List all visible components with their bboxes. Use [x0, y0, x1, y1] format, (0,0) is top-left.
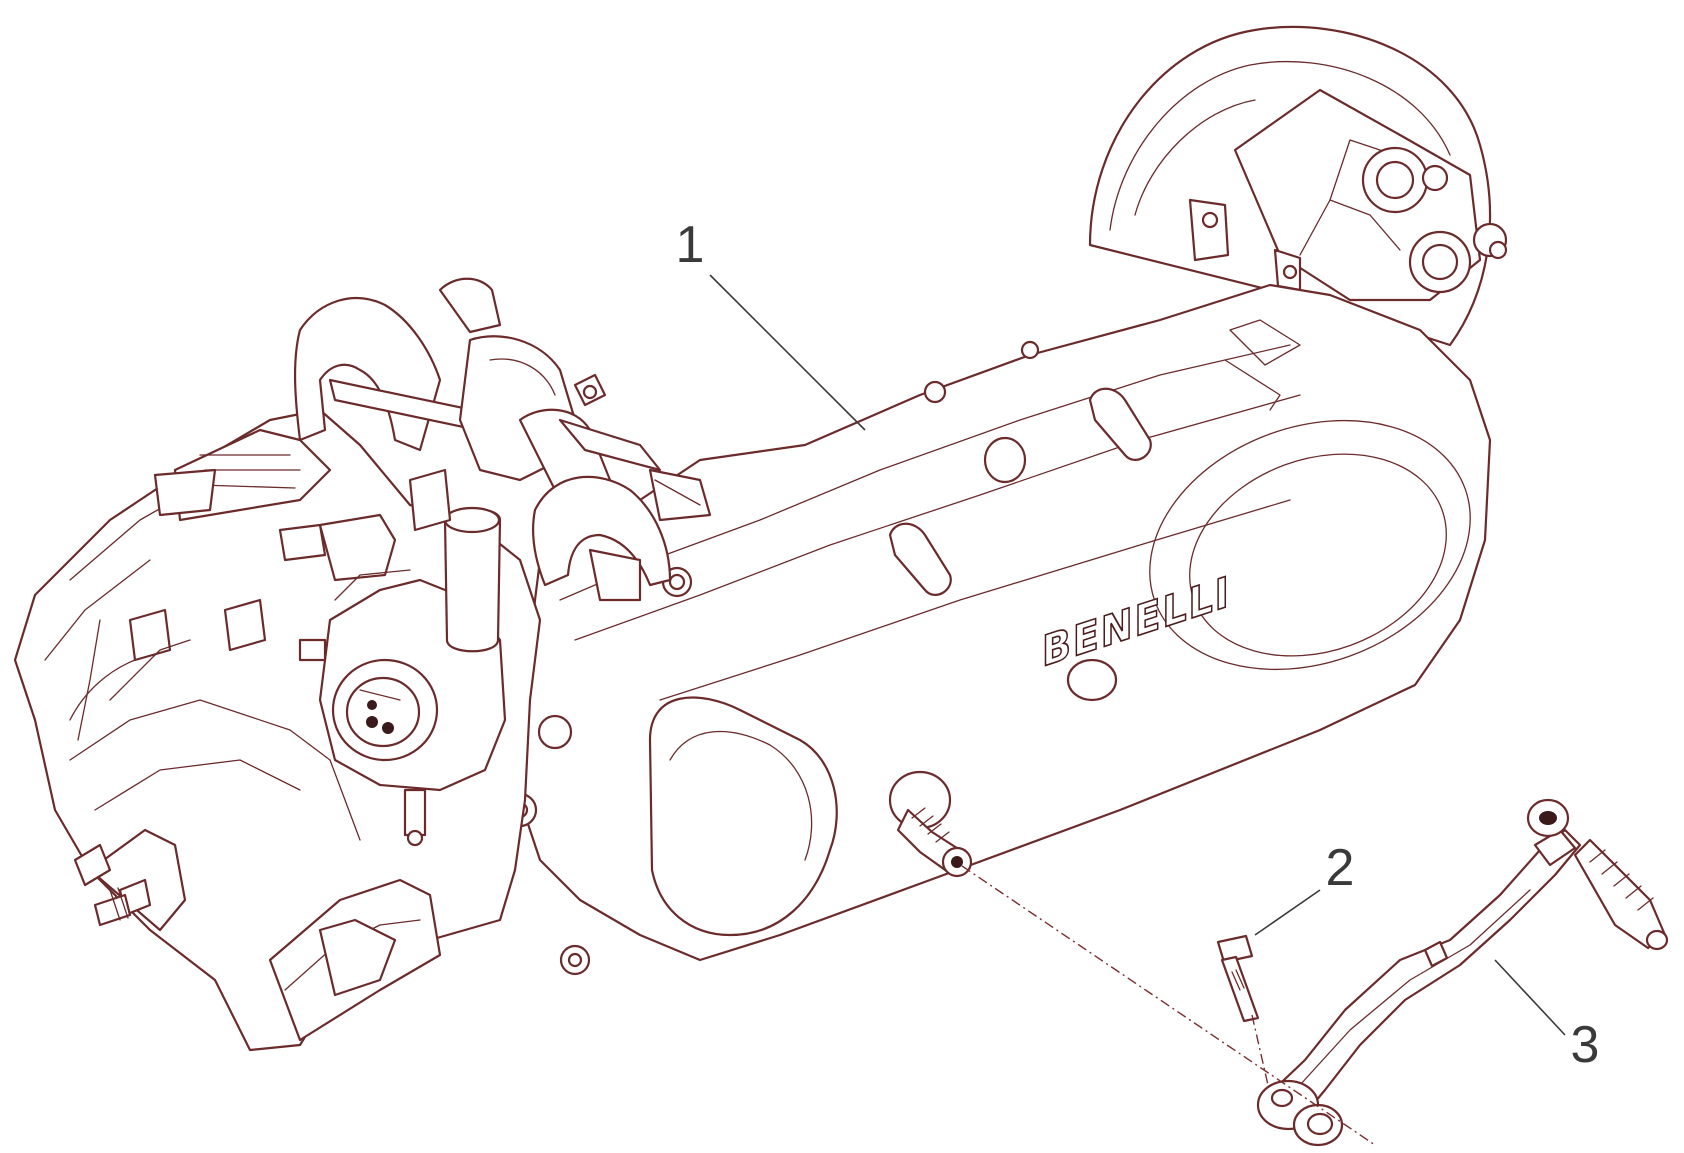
callout-1-label: 1	[676, 216, 705, 274]
rear-hub	[1088, 25, 1508, 347]
callout-2-label: 2	[1326, 839, 1355, 897]
bolt	[1216, 934, 1260, 1023]
kick-start-lever	[1256, 798, 1669, 1147]
callout-1: 1	[676, 216, 866, 431]
callout-3: 3	[1494, 959, 1600, 1074]
callout-3-label: 3	[1571, 1016, 1600, 1074]
assembly-axis-line	[961, 865, 1376, 1146]
drain-fitting	[73, 843, 152, 927]
transmission-cover: BENELLI	[502, 283, 1492, 976]
bolt-axis-line	[1251, 1014, 1269, 1086]
engine-assembly: BENELLI	[13, 25, 1508, 1052]
callout-3-leader	[1494, 959, 1566, 1036]
callout-2: 2	[1254, 839, 1355, 936]
carburettor	[278, 468, 507, 847]
callout-2-leader	[1254, 889, 1321, 936]
callout-1-leader	[709, 274, 866, 431]
